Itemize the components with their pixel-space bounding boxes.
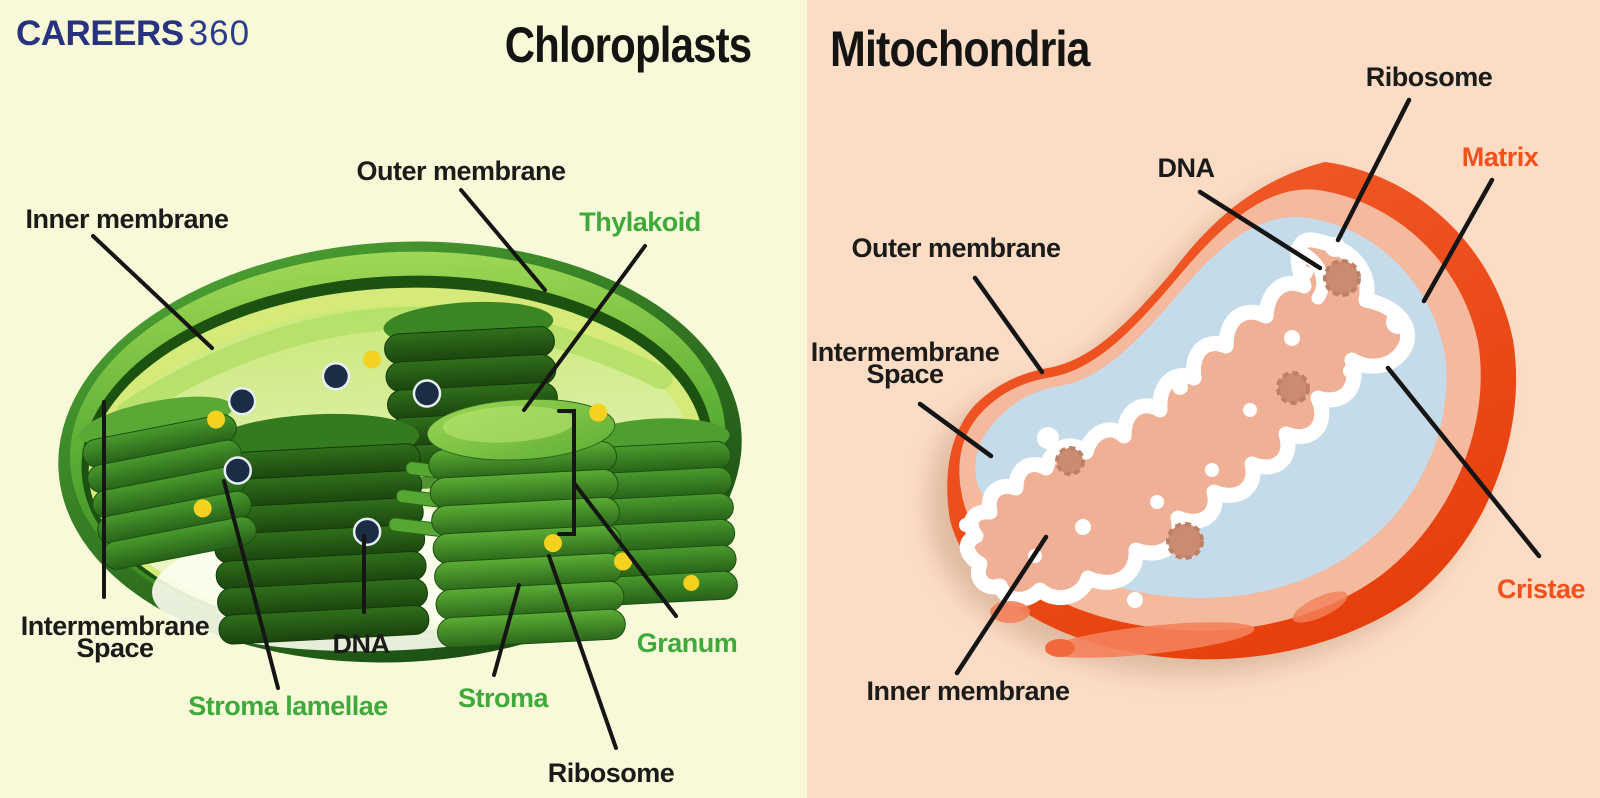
chloroplast-title: Chloroplasts: [504, 17, 752, 73]
ribosome-dot-icon: [1386, 310, 1410, 334]
label-stroma-lamellae: Stroma lamellae: [188, 691, 388, 721]
label-cristae: Cristae: [1496, 574, 1586, 604]
leader-stroma: [492, 583, 521, 677]
leader-matrix: [1421, 177, 1495, 304]
label-thylakoid: Thylakoid: [579, 207, 701, 237]
label-ribosome-right: Ribosome: [1365, 62, 1493, 92]
mito-ribosome-dots: [959, 237, 1410, 608]
leader-outer-membrane-right: [972, 275, 1045, 375]
leader-dna-right: [1197, 189, 1323, 271]
ribosome-dot-icon: [614, 552, 633, 571]
mito-dna-blobs: [1055, 259, 1361, 560]
label-outer-membrane-left: Outer membrane: [356, 156, 566, 186]
ribosome-dot-icon: [1343, 364, 1357, 378]
label-ribosome-left: Ribosome: [547, 758, 675, 788]
label-inner-membrane-right: Inner membrane: [866, 676, 1070, 706]
ribosome-dot-icon: [589, 403, 608, 422]
ribosome-dot-icon: [1150, 495, 1164, 509]
granum-bracket: [557, 409, 576, 536]
leader-ribosome-left: [547, 554, 618, 750]
leader-granum: [572, 481, 678, 618]
ribosome-dot-icon: [683, 574, 700, 591]
ribosome-dot-icon: [1325, 237, 1345, 257]
granum-stack-hero: [426, 398, 626, 648]
dna-blob-icon: [1276, 371, 1310, 405]
mito-matrix: [959, 232, 1415, 607]
ribosome-dot-icon: [1075, 519, 1091, 535]
ribosome-dot-icon: [1037, 427, 1059, 449]
leader-cristae: [1385, 365, 1542, 559]
dna-blob-icon: [321, 361, 351, 391]
chloroplast-dna-blobs: [223, 361, 442, 547]
outer-membrane-highlight: [116, 306, 673, 424]
dna-blob-icon: [1323, 259, 1361, 297]
dna-blob-icon: [1055, 446, 1085, 476]
ribosome-dot-icon: [543, 534, 562, 553]
ribosome-dot-icon: [1284, 330, 1300, 346]
label-outer-membrane-right: Outer membrane: [851, 233, 1061, 263]
ribosome-dot-icon: [193, 499, 212, 518]
dna-blob-icon: [223, 456, 252, 485]
label-intermembrane-line1: Intermembrane: [20, 611, 210, 641]
label-intermembrane-line1: Intermembrane: [810, 337, 1000, 367]
leader-inner-membrane-right: [954, 534, 1049, 676]
label-inner-membrane-left: Inner membrane: [25, 204, 229, 234]
brand-logo-secondary: 360: [188, 14, 251, 53]
brand-logo-primary: CAREERS: [16, 14, 184, 53]
ribosome-dot-icon: [1127, 592, 1143, 608]
dna-blob-icon: [227, 386, 257, 416]
leader-ribosome-right: [1335, 97, 1412, 243]
label-intermembrane-space-right: Intermembrane Space: [810, 337, 1000, 389]
label-granum: Granum: [636, 628, 738, 658]
label-matrix: Matrix: [1461, 142, 1539, 172]
ribosome-dot-icon: [959, 518, 973, 532]
granum-stack-right: [579, 418, 738, 607]
mitochondrion-illustration: [929, 162, 1517, 676]
leader-stroma-lamellae: [222, 479, 280, 690]
chloroplast-ribosome-dots: [193, 350, 700, 591]
leader-inner-membrane-left: [91, 234, 214, 350]
label-intermembrane-space-left: Intermembrane Space: [20, 611, 210, 663]
leader-outer-membrane-left: [459, 188, 547, 292]
leader-intermembrane-right: [917, 401, 994, 459]
label-dna-left: DNA: [332, 629, 391, 659]
ribosome-dot-icon: [1205, 463, 1219, 477]
ribosome-dot-icon: [1243, 403, 1257, 417]
granum-stack-far-left: [79, 396, 257, 570]
dna-blob-icon: [412, 379, 442, 408]
label-intermembrane-line2: Space: [866, 359, 944, 389]
dna-blob-icon: [352, 517, 382, 547]
granum-stack-left-tall: [209, 413, 430, 645]
chloroplast-leaders: [91, 188, 678, 750]
label-stroma: Stroma: [457, 683, 549, 713]
label-intermembrane-line2: Space: [76, 633, 154, 663]
dna-blob-icon: [1166, 522, 1204, 560]
mitochondria-leaders: [917, 97, 1542, 676]
label-dna-right: DNA: [1157, 153, 1216, 183]
mitochondria-title: Mitochondria: [830, 21, 1090, 77]
leader-thylakoid: [522, 244, 647, 412]
ribosome-dot-icon: [207, 410, 226, 429]
ribosome-dot-icon: [1172, 379, 1188, 395]
mito-cristae-fold: [1289, 243, 1330, 305]
ribosome-dot-icon: [363, 350, 382, 369]
ribosome-dot-icon: [1301, 267, 1313, 279]
